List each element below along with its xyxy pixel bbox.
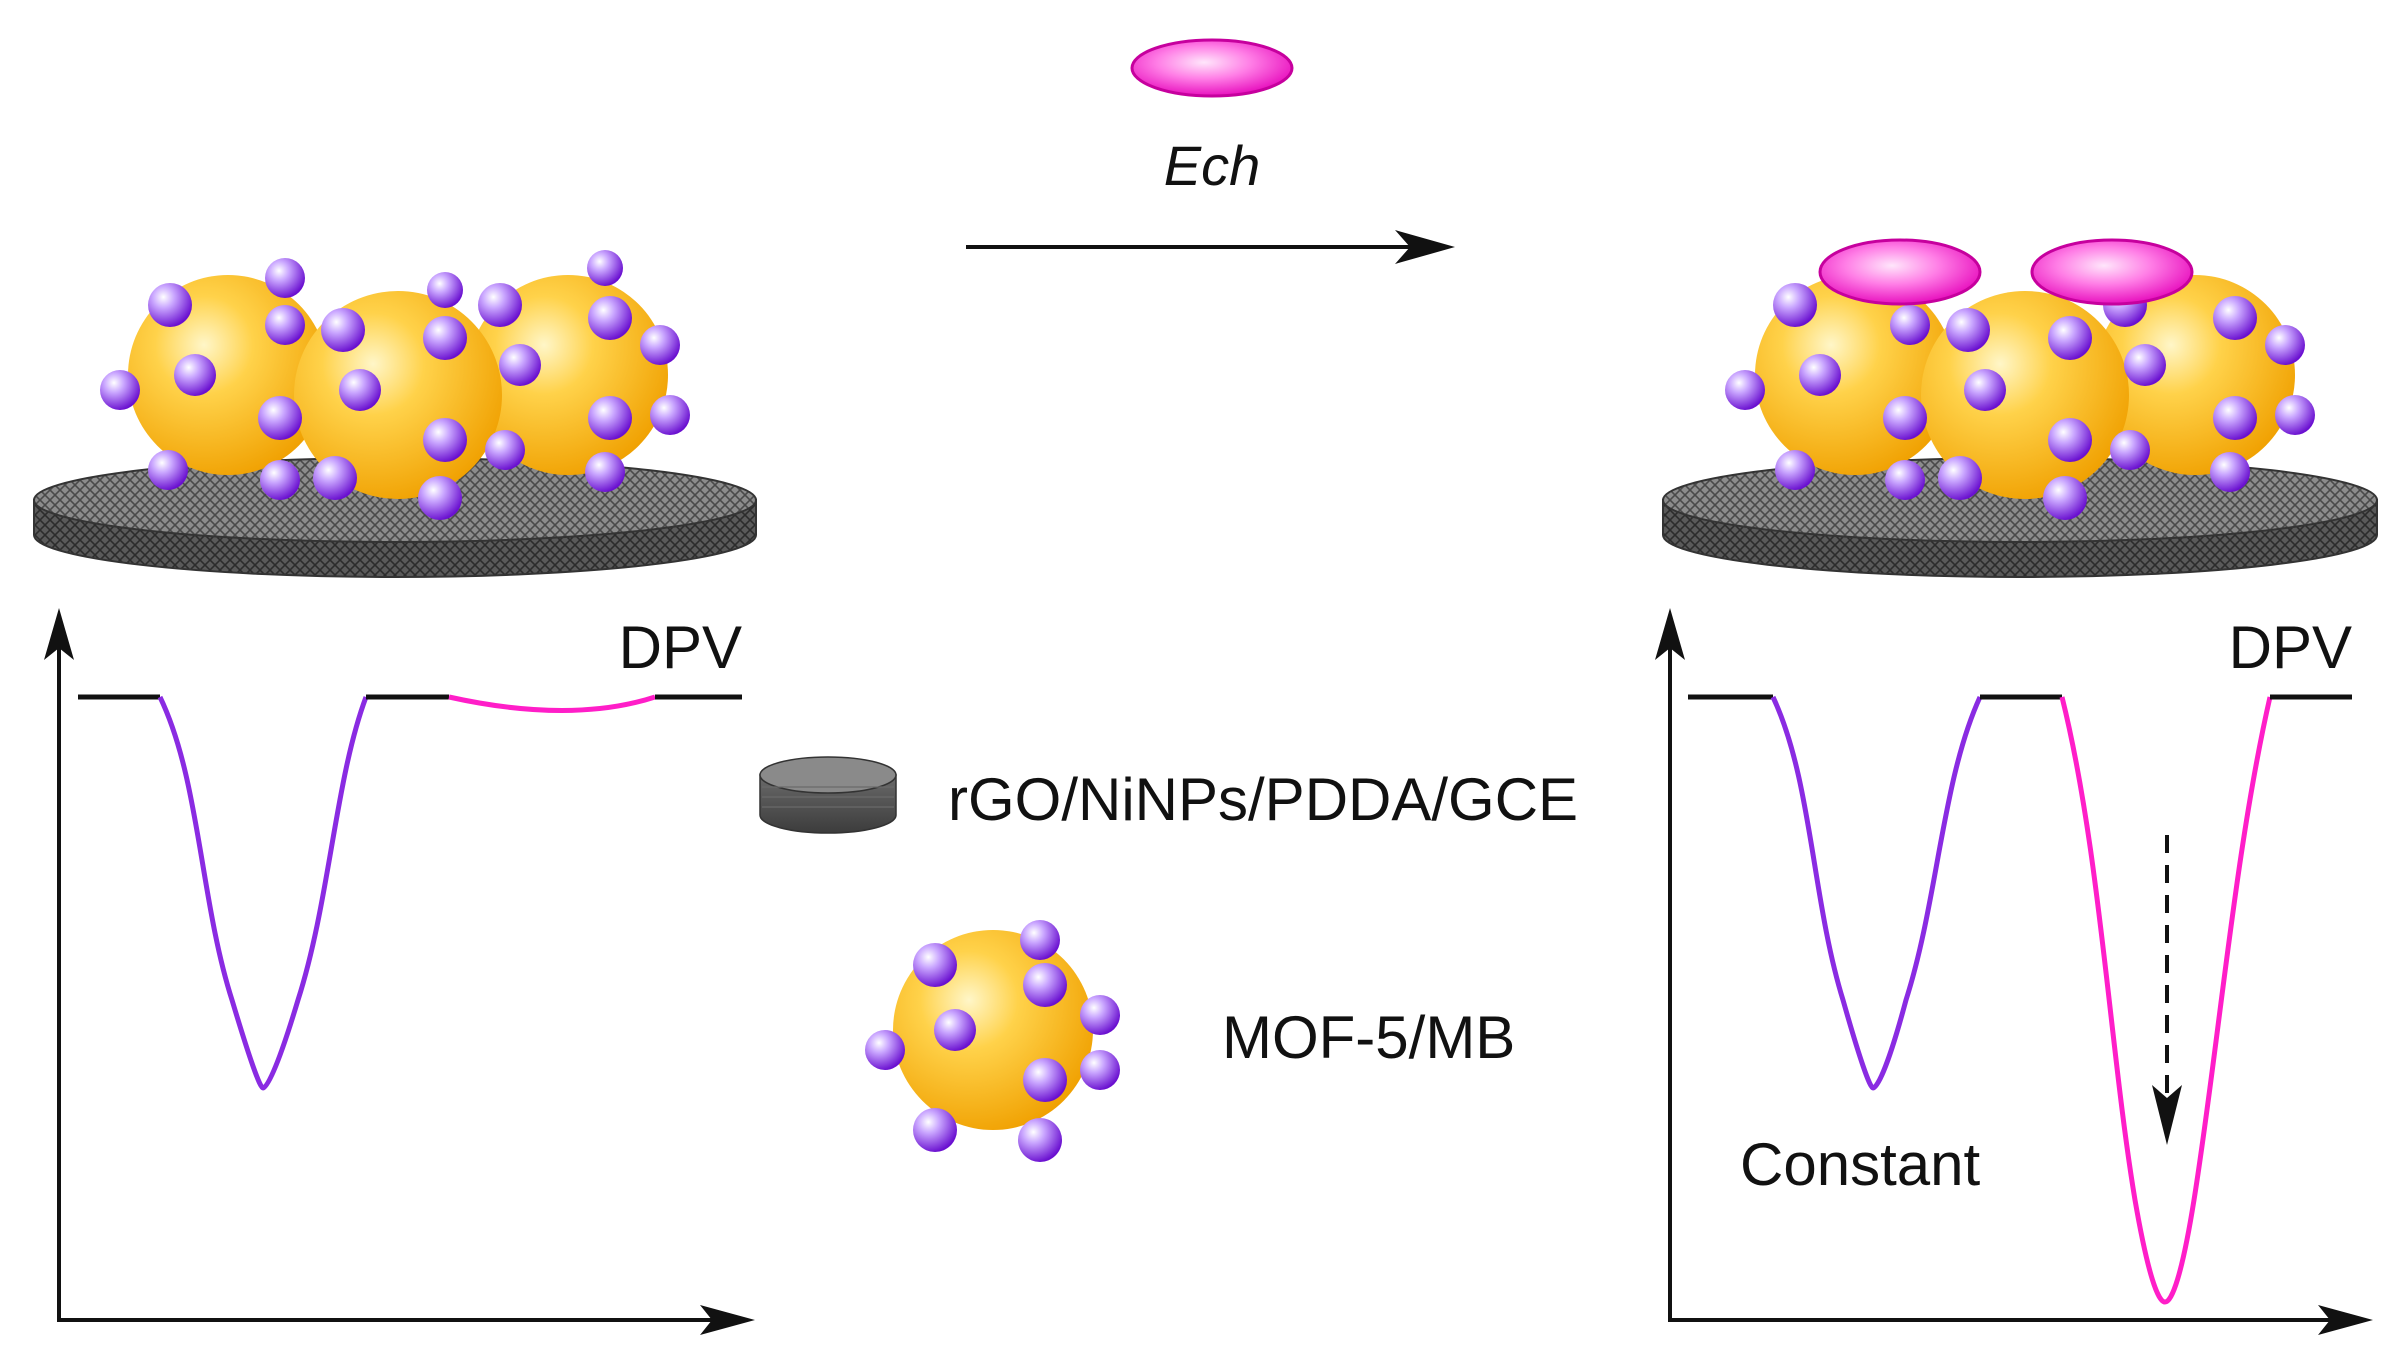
electrode-disk-icon: [33, 457, 757, 578]
mof-particle-icon: [865, 920, 1120, 1162]
dpv-label: DPV: [2229, 614, 2352, 681]
right-dpv-plot: DPV Constant: [1655, 608, 2373, 1335]
bound-ech-icon: [2030, 238, 2194, 306]
electrode-legend-label: rGO/NiNPs/PDDA/GCE: [948, 766, 1578, 833]
ech-peak-curve: [2059, 696, 2273, 1305]
legend: rGO/NiNPs/PDDA/GCE MOF-5/MB: [759, 756, 1578, 1162]
ech-ellipse-icon: [1130, 38, 1294, 98]
increase-arrow: [2152, 835, 2182, 1145]
y-axis: [1655, 608, 1685, 1322]
mof-particle-cluster: [100, 250, 690, 520]
dpv-label: DPV: [619, 614, 742, 681]
x-axis: [57, 1305, 755, 1335]
particle-legend-label: MOF-5/MB: [1222, 1004, 1515, 1071]
bound-ech-icon: [1818, 238, 1982, 306]
reagent-group: Ech: [1130, 38, 1294, 197]
mb-peak-curve: [1770, 695, 1983, 1091]
x-axis: [1668, 1305, 2373, 1335]
electrode-disk-icon: [1662, 457, 2378, 578]
y-axis: [44, 608, 74, 1322]
left-dpv-plot: DPV: [44, 608, 755, 1335]
left-electrode-assembly: [33, 250, 757, 578]
mof-particle-cluster: [1725, 258, 2315, 520]
reaction-arrow: [966, 230, 1455, 264]
right-electrode-assembly: [1662, 238, 2378, 578]
constant-label: Constant: [1740, 1131, 1980, 1198]
reagent-label: Ech: [1164, 134, 1261, 197]
ech-signal-curve: [448, 694, 656, 713]
electrode-legend-icon: [759, 756, 897, 834]
mb-peak-curve: [157, 695, 369, 1091]
